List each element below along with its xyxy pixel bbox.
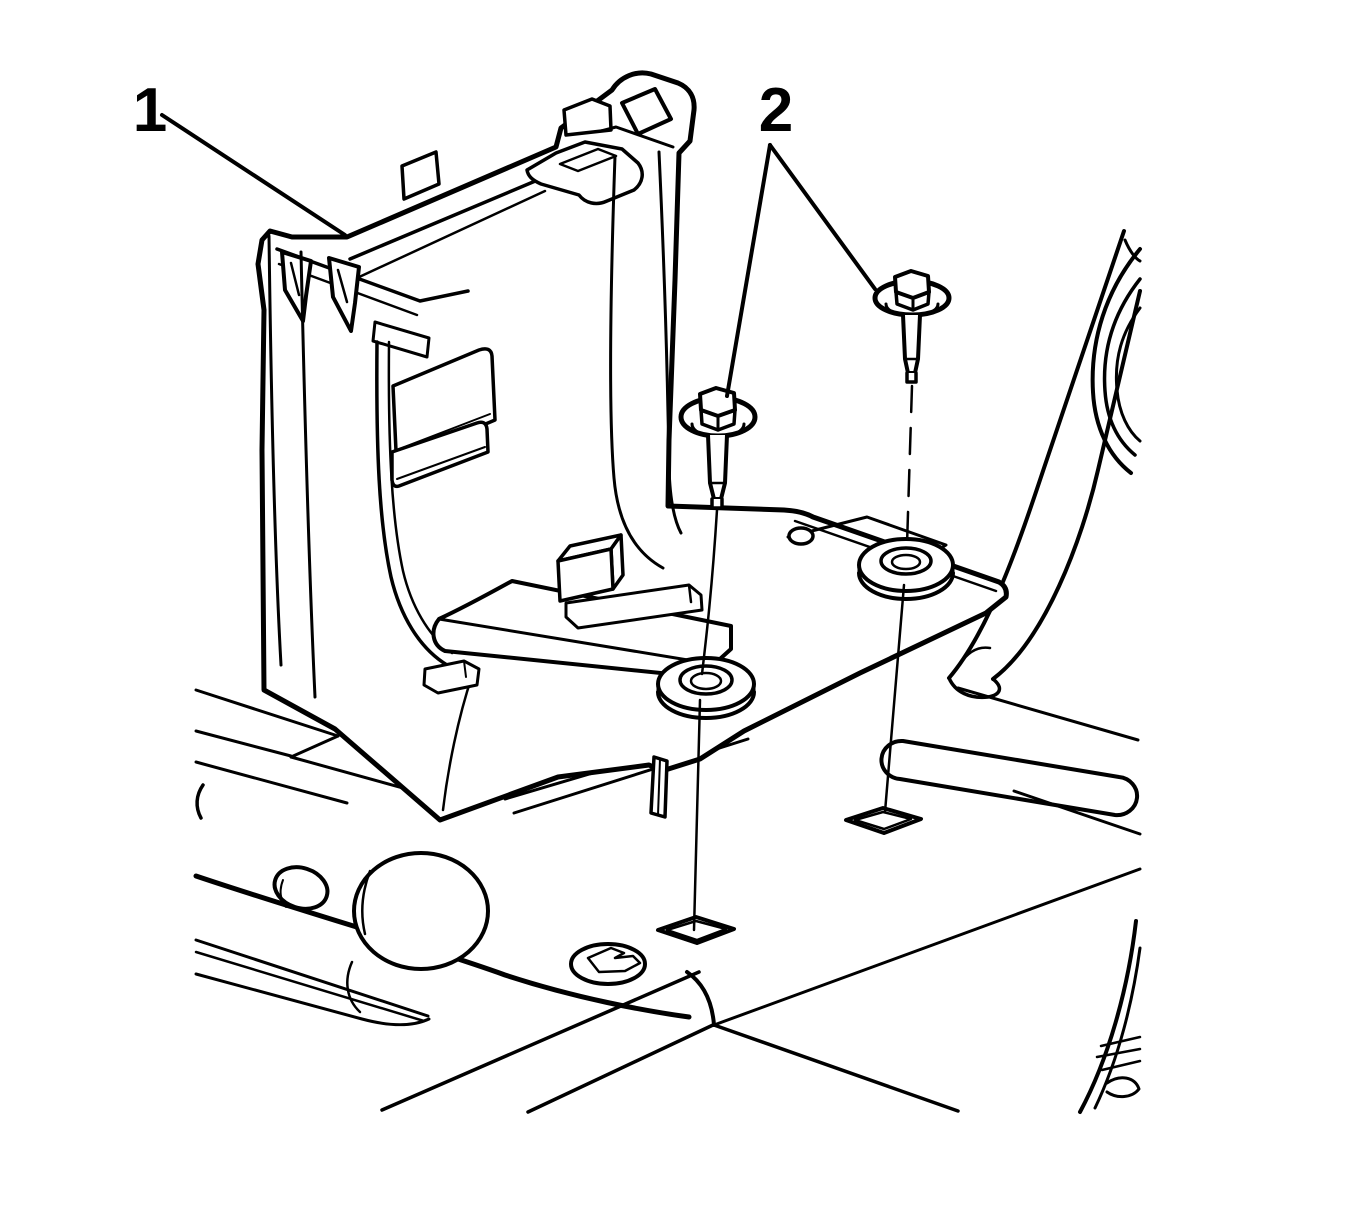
trim-strip-line — [194, 972, 431, 1027]
square-hole-right-inner — [853, 810, 913, 831]
floor-hole-arc — [195, 783, 205, 820]
floor-line — [712, 867, 1142, 1027]
bolt-shank — [901, 313, 922, 375]
wheelhouse-arc — [1102, 277, 1142, 457]
carpet-curve — [1093, 946, 1142, 1110]
bolt-axis-line — [883, 583, 906, 814]
bolt-tip — [710, 497, 724, 510]
callout-1-leader-line — [160, 113, 347, 237]
floor-seam-line — [194, 729, 293, 758]
callout-2-leader-line — [768, 143, 877, 291]
callout-2-label: 2 — [759, 76, 793, 145]
base-bar-edge — [687, 583, 693, 604]
module-bracket — [255, 70, 1009, 823]
right-wall-front-edge — [657, 150, 683, 535]
boss-right-hole — [879, 546, 933, 576]
carpet-hook — [1105, 1076, 1141, 1098]
boss-right-lower — [857, 571, 955, 601]
channel-curve-inner — [387, 340, 454, 655]
left-wall-inner-edge — [267, 234, 283, 667]
bolt-shank — [706, 433, 729, 501]
boss-left-hole — [678, 664, 734, 696]
rail-lower-edge — [348, 172, 554, 261]
square-hole-left — [656, 915, 736, 945]
sill-diagonal — [991, 289, 1142, 681]
round-access-hole — [569, 942, 647, 986]
floor-seam-line — [956, 686, 1140, 742]
shelf-block-edge — [463, 660, 467, 678]
floor-dome — [352, 851, 490, 971]
rail-inner-line — [355, 189, 547, 280]
rail-tab — [400, 150, 441, 201]
right-wall-inner-edge — [609, 154, 665, 570]
access-hole-tab — [586, 946, 642, 974]
floor-oval-bump — [272, 865, 330, 911]
carpet-line — [1099, 1035, 1142, 1048]
callout-1: 1 — [133, 76, 347, 237]
left-corner-post — [299, 250, 317, 699]
push-pin-bolt-right — [872, 269, 952, 814]
floor-line — [712, 1023, 960, 1113]
loop-bottom-edge — [599, 125, 675, 149]
trim-strip-line — [194, 950, 426, 1023]
connector-box-front — [556, 547, 615, 603]
bolt-axis-dashed — [905, 384, 914, 547]
floor-oval-inner-line — [279, 879, 287, 908]
push-pin-bolt-left — [678, 386, 758, 932]
sill-curl-inner — [958, 646, 992, 666]
wall-slot — [390, 420, 490, 489]
foot-corner-tab-line — [657, 758, 661, 816]
channel-curve — [375, 340, 474, 678]
floor-duct-bar — [879, 738, 1140, 818]
claw-inner-line — [336, 268, 349, 304]
carpet-line — [1100, 1059, 1142, 1072]
bolt-axis-line — [692, 698, 702, 932]
bolt-hex-top — [893, 269, 931, 300]
wall-tab — [371, 320, 431, 359]
boss-left-lower — [656, 690, 756, 720]
trim-break-arc — [346, 960, 362, 1014]
duct-bar-shadow — [1012, 789, 1142, 836]
floor-pan — [193, 229, 1142, 1114]
wall-top-bar — [275, 247, 470, 303]
boss-right-hole-inner — [890, 553, 922, 571]
wheelhouse-arc — [1114, 306, 1142, 443]
carpet-curve — [1078, 919, 1138, 1114]
floor-dome-inner-line — [361, 869, 372, 936]
callout-2: 2 — [725, 76, 877, 398]
wall-slot-inner — [396, 446, 486, 480]
channel-bottom-line — [441, 674, 474, 812]
bolt-tip — [905, 371, 918, 384]
square-hole-left-inner — [665, 919, 728, 942]
boss-left-hole-inner — [689, 671, 723, 691]
loop-window — [620, 87, 673, 136]
floor-seam-joggle — [289, 734, 340, 759]
floor-seam-line — [194, 760, 349, 805]
duct-line — [380, 970, 701, 1112]
claw-inner-line — [289, 261, 301, 297]
trim-strip-line — [194, 938, 430, 1018]
floor-seam-line — [194, 688, 340, 738]
duct-line — [526, 1023, 715, 1114]
square-hole-right — [844, 806, 923, 835]
callout-1-label: 1 — [133, 76, 167, 145]
foot-small-hole — [787, 526, 815, 546]
bolt-axis-line — [700, 508, 719, 676]
carpet-line — [1095, 1047, 1142, 1059]
callout-2-leader-line — [725, 143, 772, 398]
wheelhouse-arc — [1090, 247, 1142, 475]
wheelhouse-arc — [1123, 238, 1142, 263]
bolt-hex-top — [698, 386, 737, 418]
